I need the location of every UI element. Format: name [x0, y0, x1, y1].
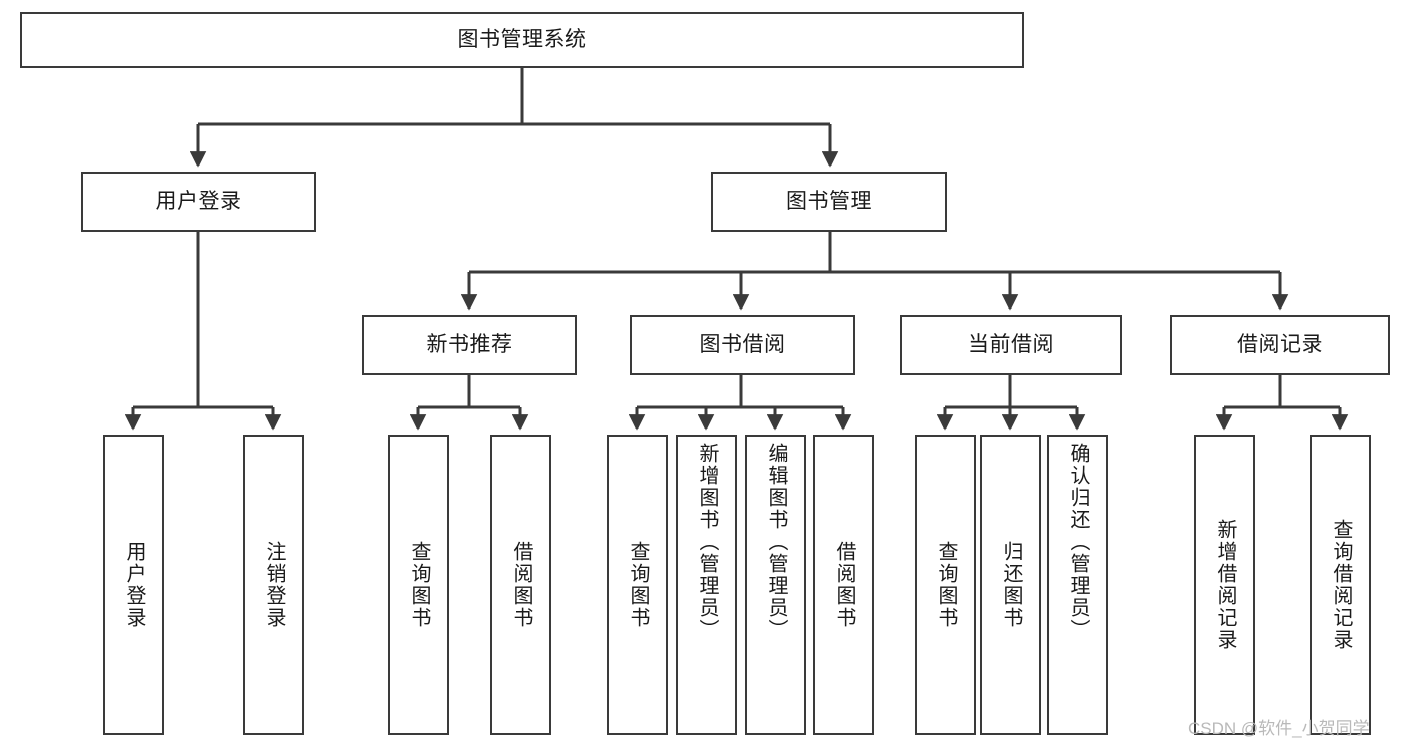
node-borrow-record[interactable]: 借阅记录: [1170, 315, 1390, 375]
leaf-query-book-recommend[interactable]: 查询图书: [388, 435, 449, 735]
node-label: 借阅图书: [833, 541, 855, 629]
node-label: 图书管理系统: [457, 27, 587, 51]
node-root-system[interactable]: 图书管理系统: [20, 12, 1024, 68]
node-label: 图书管理: [786, 189, 872, 213]
leaf-query-borrow-record[interactable]: 查询借阅记录: [1310, 435, 1371, 735]
node-label: 借阅记录: [1237, 332, 1323, 356]
node-book-borrow[interactable]: 图书借阅: [630, 315, 855, 375]
leaf-confirm-return-admin[interactable]: 确认归还（管理员）: [1047, 435, 1108, 735]
leaf-query-book-current[interactable]: 查询图书: [915, 435, 976, 735]
leaf-borrow-book[interactable]: 借阅图书: [813, 435, 874, 735]
node-label: 编辑图书（管理员）: [765, 443, 787, 641]
node-label: 确认归还（管理员）: [1067, 443, 1089, 641]
node-label: 查询图书: [408, 541, 430, 629]
node-current-borrow[interactable]: 当前借阅: [900, 315, 1122, 375]
node-label: 用户登录: [155, 189, 242, 213]
leaf-query-book-borrow[interactable]: 查询图书: [607, 435, 668, 735]
node-new-book-recommend[interactable]: 新书推荐: [362, 315, 577, 375]
node-label: 注销登录: [263, 541, 285, 629]
node-label: 当前借阅: [968, 332, 1054, 356]
node-book-management[interactable]: 图书管理: [711, 172, 947, 232]
node-label: 用户登录: [123, 541, 145, 629]
leaf-user-logout[interactable]: 注销登录: [243, 435, 304, 735]
leaf-add-book-admin[interactable]: 新增图书（管理员）: [676, 435, 737, 735]
node-label: 查询借阅记录: [1330, 519, 1352, 651]
leaf-borrow-book-recommend[interactable]: 借阅图书: [490, 435, 551, 735]
node-label: 图书借阅: [699, 332, 786, 356]
node-label: 新书推荐: [426, 332, 513, 356]
node-label: 新增借阅记录: [1214, 519, 1236, 651]
node-label: 借阅图书: [510, 541, 532, 629]
node-user-login[interactable]: 用户登录: [81, 172, 316, 232]
leaf-add-borrow-record[interactable]: 新增借阅记录: [1194, 435, 1255, 735]
node-label: 归还图书: [1000, 541, 1022, 629]
node-label: 新增图书（管理员）: [696, 443, 718, 641]
node-label: 查询图书: [627, 541, 649, 629]
leaf-edit-book-admin[interactable]: 编辑图书（管理员）: [745, 435, 806, 735]
leaf-user-login[interactable]: 用户登录: [103, 435, 164, 735]
leaf-return-book[interactable]: 归还图书: [980, 435, 1041, 735]
node-label: 查询图书: [935, 541, 957, 629]
